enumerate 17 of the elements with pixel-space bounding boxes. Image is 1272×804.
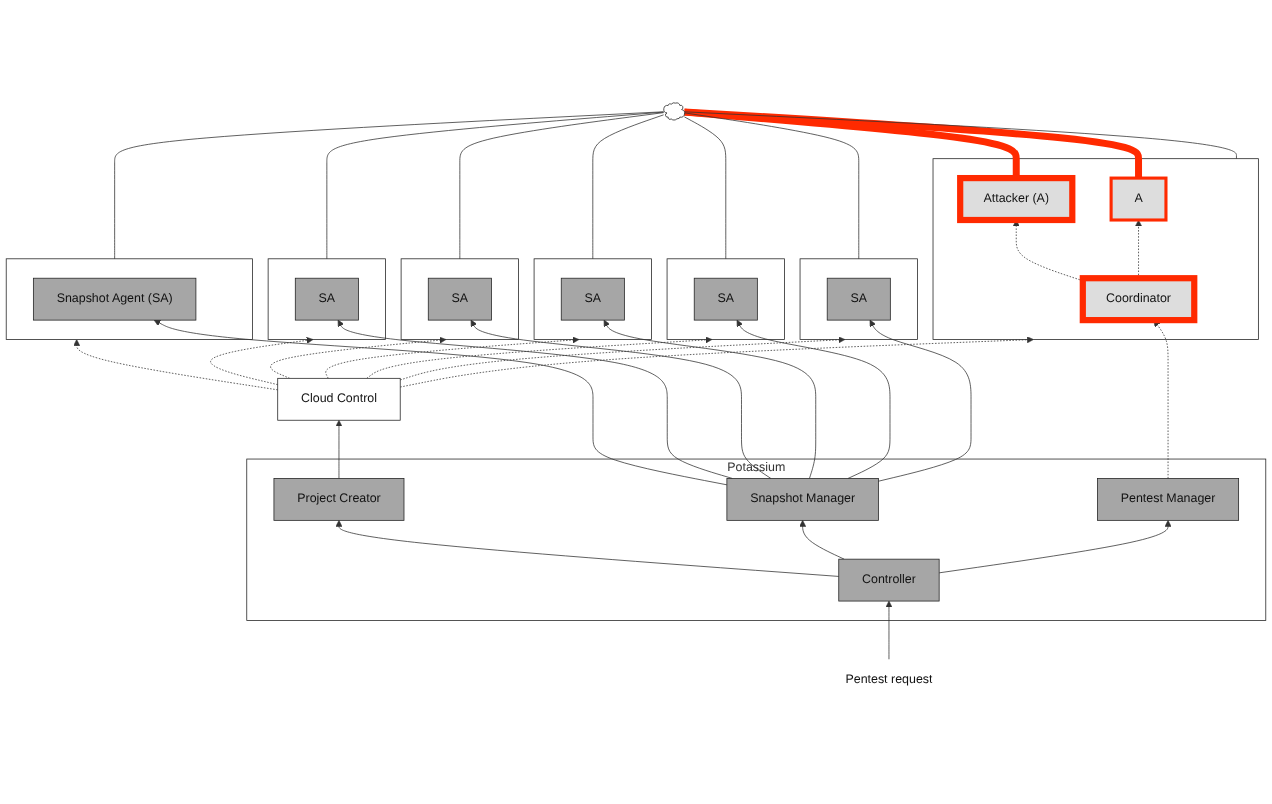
cluster bbox=[400, 258, 519, 340]
node-cloud bbox=[663, 102, 685, 121]
connector bbox=[459, 112, 664, 260]
connector bbox=[684, 108, 1020, 179]
cluster bbox=[799, 258, 918, 340]
cluster bbox=[666, 258, 785, 340]
connector bbox=[684, 112, 860, 260]
cluster bbox=[5, 258, 253, 340]
connector bbox=[114, 111, 664, 260]
cluster bbox=[267, 258, 386, 340]
connector bbox=[592, 114, 664, 260]
connector bbox=[326, 111, 664, 260]
cluster bbox=[932, 158, 1259, 340]
connector bbox=[684, 111, 1237, 160]
connector bbox=[684, 116, 727, 260]
cluster bbox=[533, 258, 652, 340]
connector bbox=[684, 108, 1142, 179]
